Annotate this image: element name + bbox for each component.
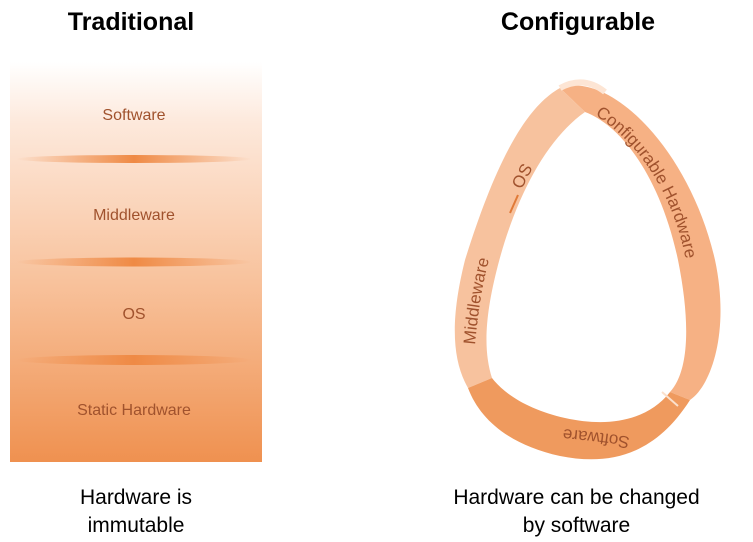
stack-divider	[16, 155, 252, 163]
ribbon-middleware-os	[454, 88, 585, 388]
layer-middleware-label: Middleware	[93, 207, 175, 224]
ribbon-configurable-hardware	[560, 85, 721, 400]
segment-divider	[509, 194, 519, 214]
configurable-caption: Hardware can be changed by software	[400, 484, 753, 540]
configurable-caption-line-1: Hardware can be changed	[453, 486, 700, 509]
traditional-caption-line-2: immutable	[87, 514, 185, 537]
ribbon-software	[468, 378, 690, 460]
layer-os-label: OS	[122, 306, 145, 323]
configurable-caption-line-2: by software	[522, 514, 631, 537]
stack-divider	[16, 355, 252, 365]
configurable-loop: Middleware OS Configurable Hardware Soft…	[454, 79, 721, 460]
layer-static-hardware-label: Static Hardware	[77, 402, 191, 419]
traditional-caption-line-1: Hardware is	[79, 486, 193, 509]
traditional-caption: Hardware is immutable	[0, 484, 272, 540]
layer-software-label: Software	[102, 107, 165, 124]
traditional-stack: Software Middleware OS Static Hardware	[10, 62, 262, 462]
stack-divider	[16, 257, 252, 267]
traditional-title: Traditional	[67, 8, 195, 36]
configurable-title: Configurable	[500, 8, 656, 36]
segment-divider	[661, 391, 679, 407]
ribbon-highlight	[558, 79, 607, 95]
